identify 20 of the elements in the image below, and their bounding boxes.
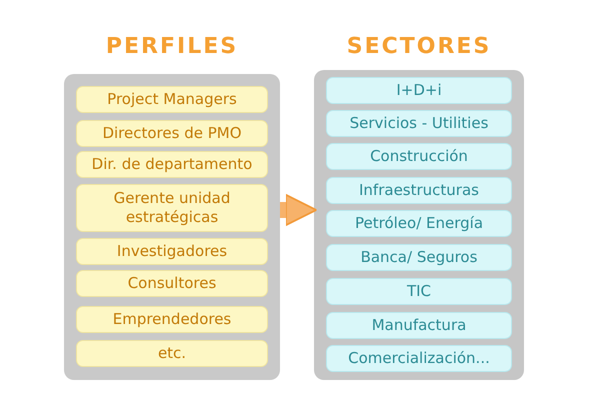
profile-box: Consultores: [76, 270, 268, 297]
profile-box: Project Managers: [76, 86, 268, 113]
sector-box: Infraestructuras: [326, 177, 512, 204]
column-heading: SECTORES: [346, 34, 492, 59]
block-arrow: [280, 194, 318, 226]
sector-box: Petróleo/ Energía: [326, 210, 512, 237]
profile-box: Emprendedores: [76, 306, 268, 333]
profile-box: Dir. de departamento: [76, 151, 268, 178]
sector-box: I+D+i: [326, 77, 512, 104]
profile-box: Directores de PMO: [76, 120, 268, 147]
sector-box: TIC: [326, 278, 512, 305]
profile-box: etc.: [76, 340, 268, 367]
sector-box: Manufactura: [326, 312, 512, 339]
profile-box: Investigadores: [76, 238, 268, 265]
sector-box: Comercialización...: [326, 345, 512, 372]
sector-box: Construcción: [326, 143, 512, 170]
sector-box: Banca/ Seguros: [326, 244, 512, 271]
column-heading: PERFILES: [104, 34, 240, 59]
sector-box: Servicios - Utilities: [326, 110, 512, 137]
profile-box: Gerente unidad estratégicas: [76, 184, 268, 232]
